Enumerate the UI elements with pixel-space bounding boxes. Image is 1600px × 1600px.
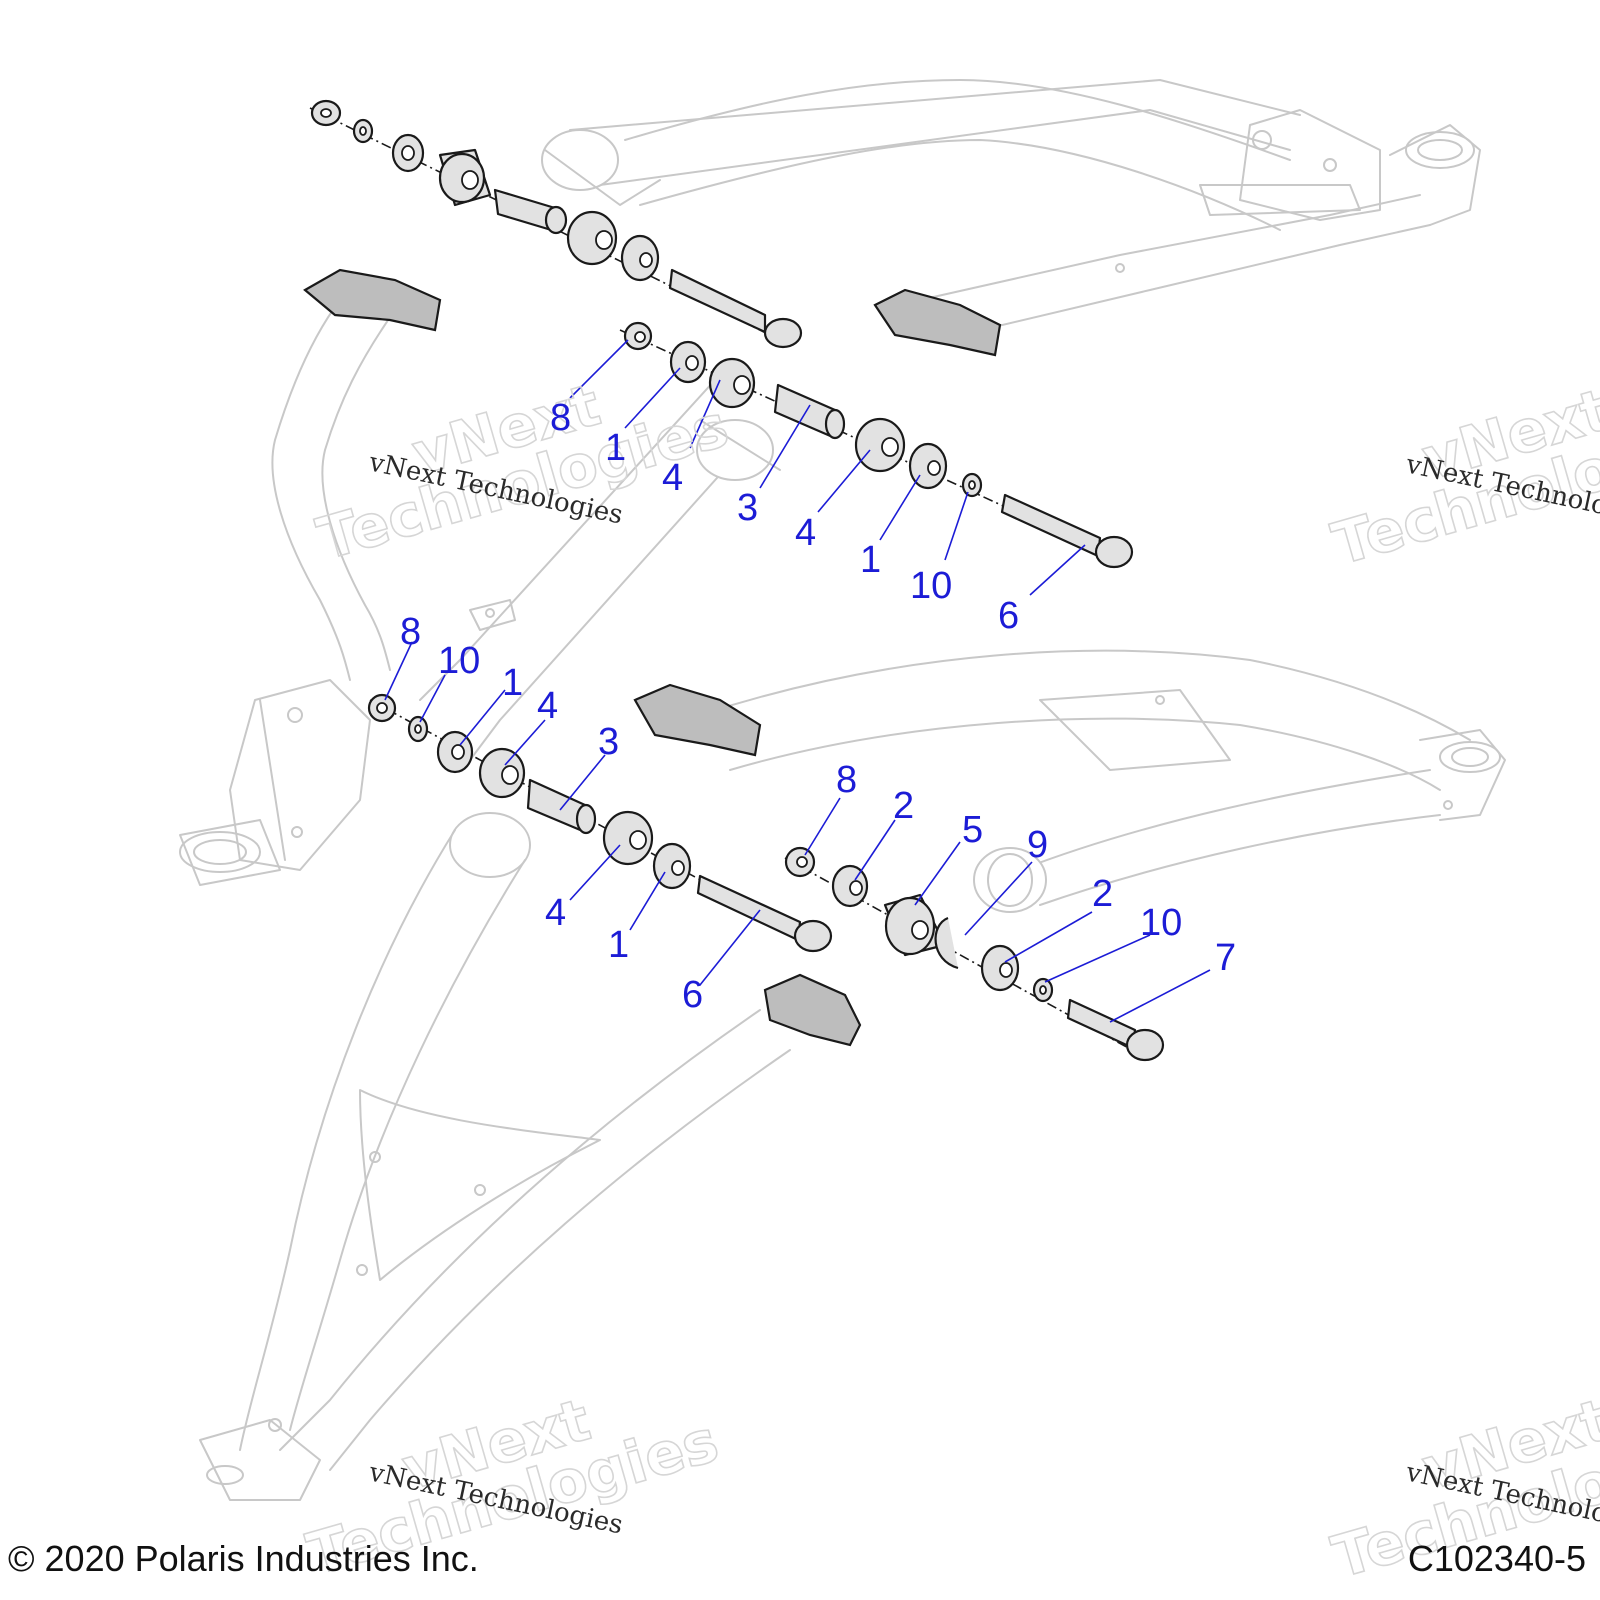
ball-joint-top-right xyxy=(873,288,1002,357)
ball-joint-top-left xyxy=(303,268,442,332)
callout-top-8: 8 xyxy=(550,397,571,439)
bolt-upper xyxy=(1000,493,1102,558)
callout-top-3: 3 xyxy=(737,487,758,529)
bushing-upper-b xyxy=(854,417,906,473)
bolt-middle xyxy=(696,874,802,942)
bolt-lower xyxy=(1066,998,1137,1050)
bushing-middle-b xyxy=(602,810,654,866)
callout-top-4b: 4 xyxy=(795,512,816,554)
sleeve-middle xyxy=(526,778,587,834)
upper-a-arm-frame xyxy=(541,79,1481,336)
callout-mid-1a: 1 xyxy=(502,662,523,704)
top-hardware-row xyxy=(303,99,1002,357)
retaining-ring xyxy=(934,916,959,970)
callout-low-7: 7 xyxy=(1215,937,1236,979)
callout-mid-10: 10 xyxy=(438,640,480,682)
middle-hardware-row xyxy=(367,683,862,1047)
watermarks: vNext Technologies vNext Technologies vN… xyxy=(299,370,1600,1593)
callout-low-8: 8 xyxy=(836,759,857,801)
callout-labels: 8 1 4 3 4 1 10 6 8 10 1 4 3 4 1 6 8 2 5 … xyxy=(400,397,1236,1016)
callout-top-6: 6 xyxy=(998,595,1019,637)
callout-top-4a: 4 xyxy=(662,457,683,499)
callout-low-2a: 2 xyxy=(893,785,914,827)
ball-joint-lower xyxy=(763,973,862,1047)
callout-mid-3: 3 xyxy=(598,721,619,763)
bolt-top xyxy=(668,268,767,334)
callout-mid-6: 6 xyxy=(682,974,703,1016)
bushing-upper-a xyxy=(708,357,756,409)
left-a-arm-frame xyxy=(179,299,781,886)
lower-left-a-arm-frame xyxy=(199,812,791,1501)
leader-lines xyxy=(384,339,1211,1023)
upper-hardware-row xyxy=(619,321,1134,569)
callout-top-1b: 1 xyxy=(860,539,881,581)
figure-code: C102340-5 xyxy=(1407,1538,1586,1579)
callout-mid-4a: 4 xyxy=(537,685,558,727)
callout-low-2b: 2 xyxy=(1092,873,1113,915)
callout-low-10: 10 xyxy=(1140,902,1182,944)
callout-mid-4b: 4 xyxy=(545,892,566,934)
lower-a-arm-frame xyxy=(699,649,1506,913)
bushing-lower xyxy=(884,896,936,956)
callout-low-5: 5 xyxy=(962,809,983,851)
callout-mid-1b: 1 xyxy=(608,924,629,966)
callout-top-1a: 1 xyxy=(605,427,626,469)
callout-mid-8: 8 xyxy=(400,611,421,653)
callout-low-9: 9 xyxy=(1027,824,1048,866)
ball-joint-middle xyxy=(633,683,762,757)
copyright-text: © 2020 Polaris Industries Inc. xyxy=(8,1538,479,1579)
bushing-top-b xyxy=(566,210,618,266)
callout-top-10: 10 xyxy=(910,565,952,607)
